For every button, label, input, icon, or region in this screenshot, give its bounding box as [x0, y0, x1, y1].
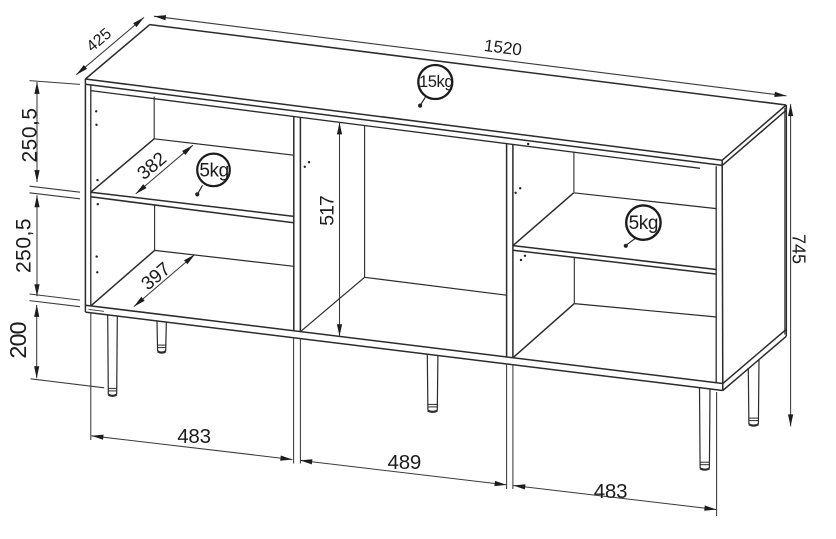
svg-text:5kg: 5kg: [199, 160, 228, 181]
svg-text:483: 483: [177, 425, 211, 448]
svg-text:483: 483: [594, 480, 628, 503]
svg-text:15kg: 15kg: [419, 73, 453, 91]
svg-text:517: 517: [317, 196, 339, 226]
svg-text:200: 200: [5, 321, 31, 358]
svg-text:1520: 1520: [483, 36, 523, 60]
svg-text:489: 489: [387, 451, 421, 474]
svg-text:250,5: 250,5: [18, 107, 41, 162]
svg-text:5kg: 5kg: [629, 213, 658, 234]
svg-text:250,5: 250,5: [13, 218, 36, 273]
svg-text:745: 745: [789, 234, 809, 264]
